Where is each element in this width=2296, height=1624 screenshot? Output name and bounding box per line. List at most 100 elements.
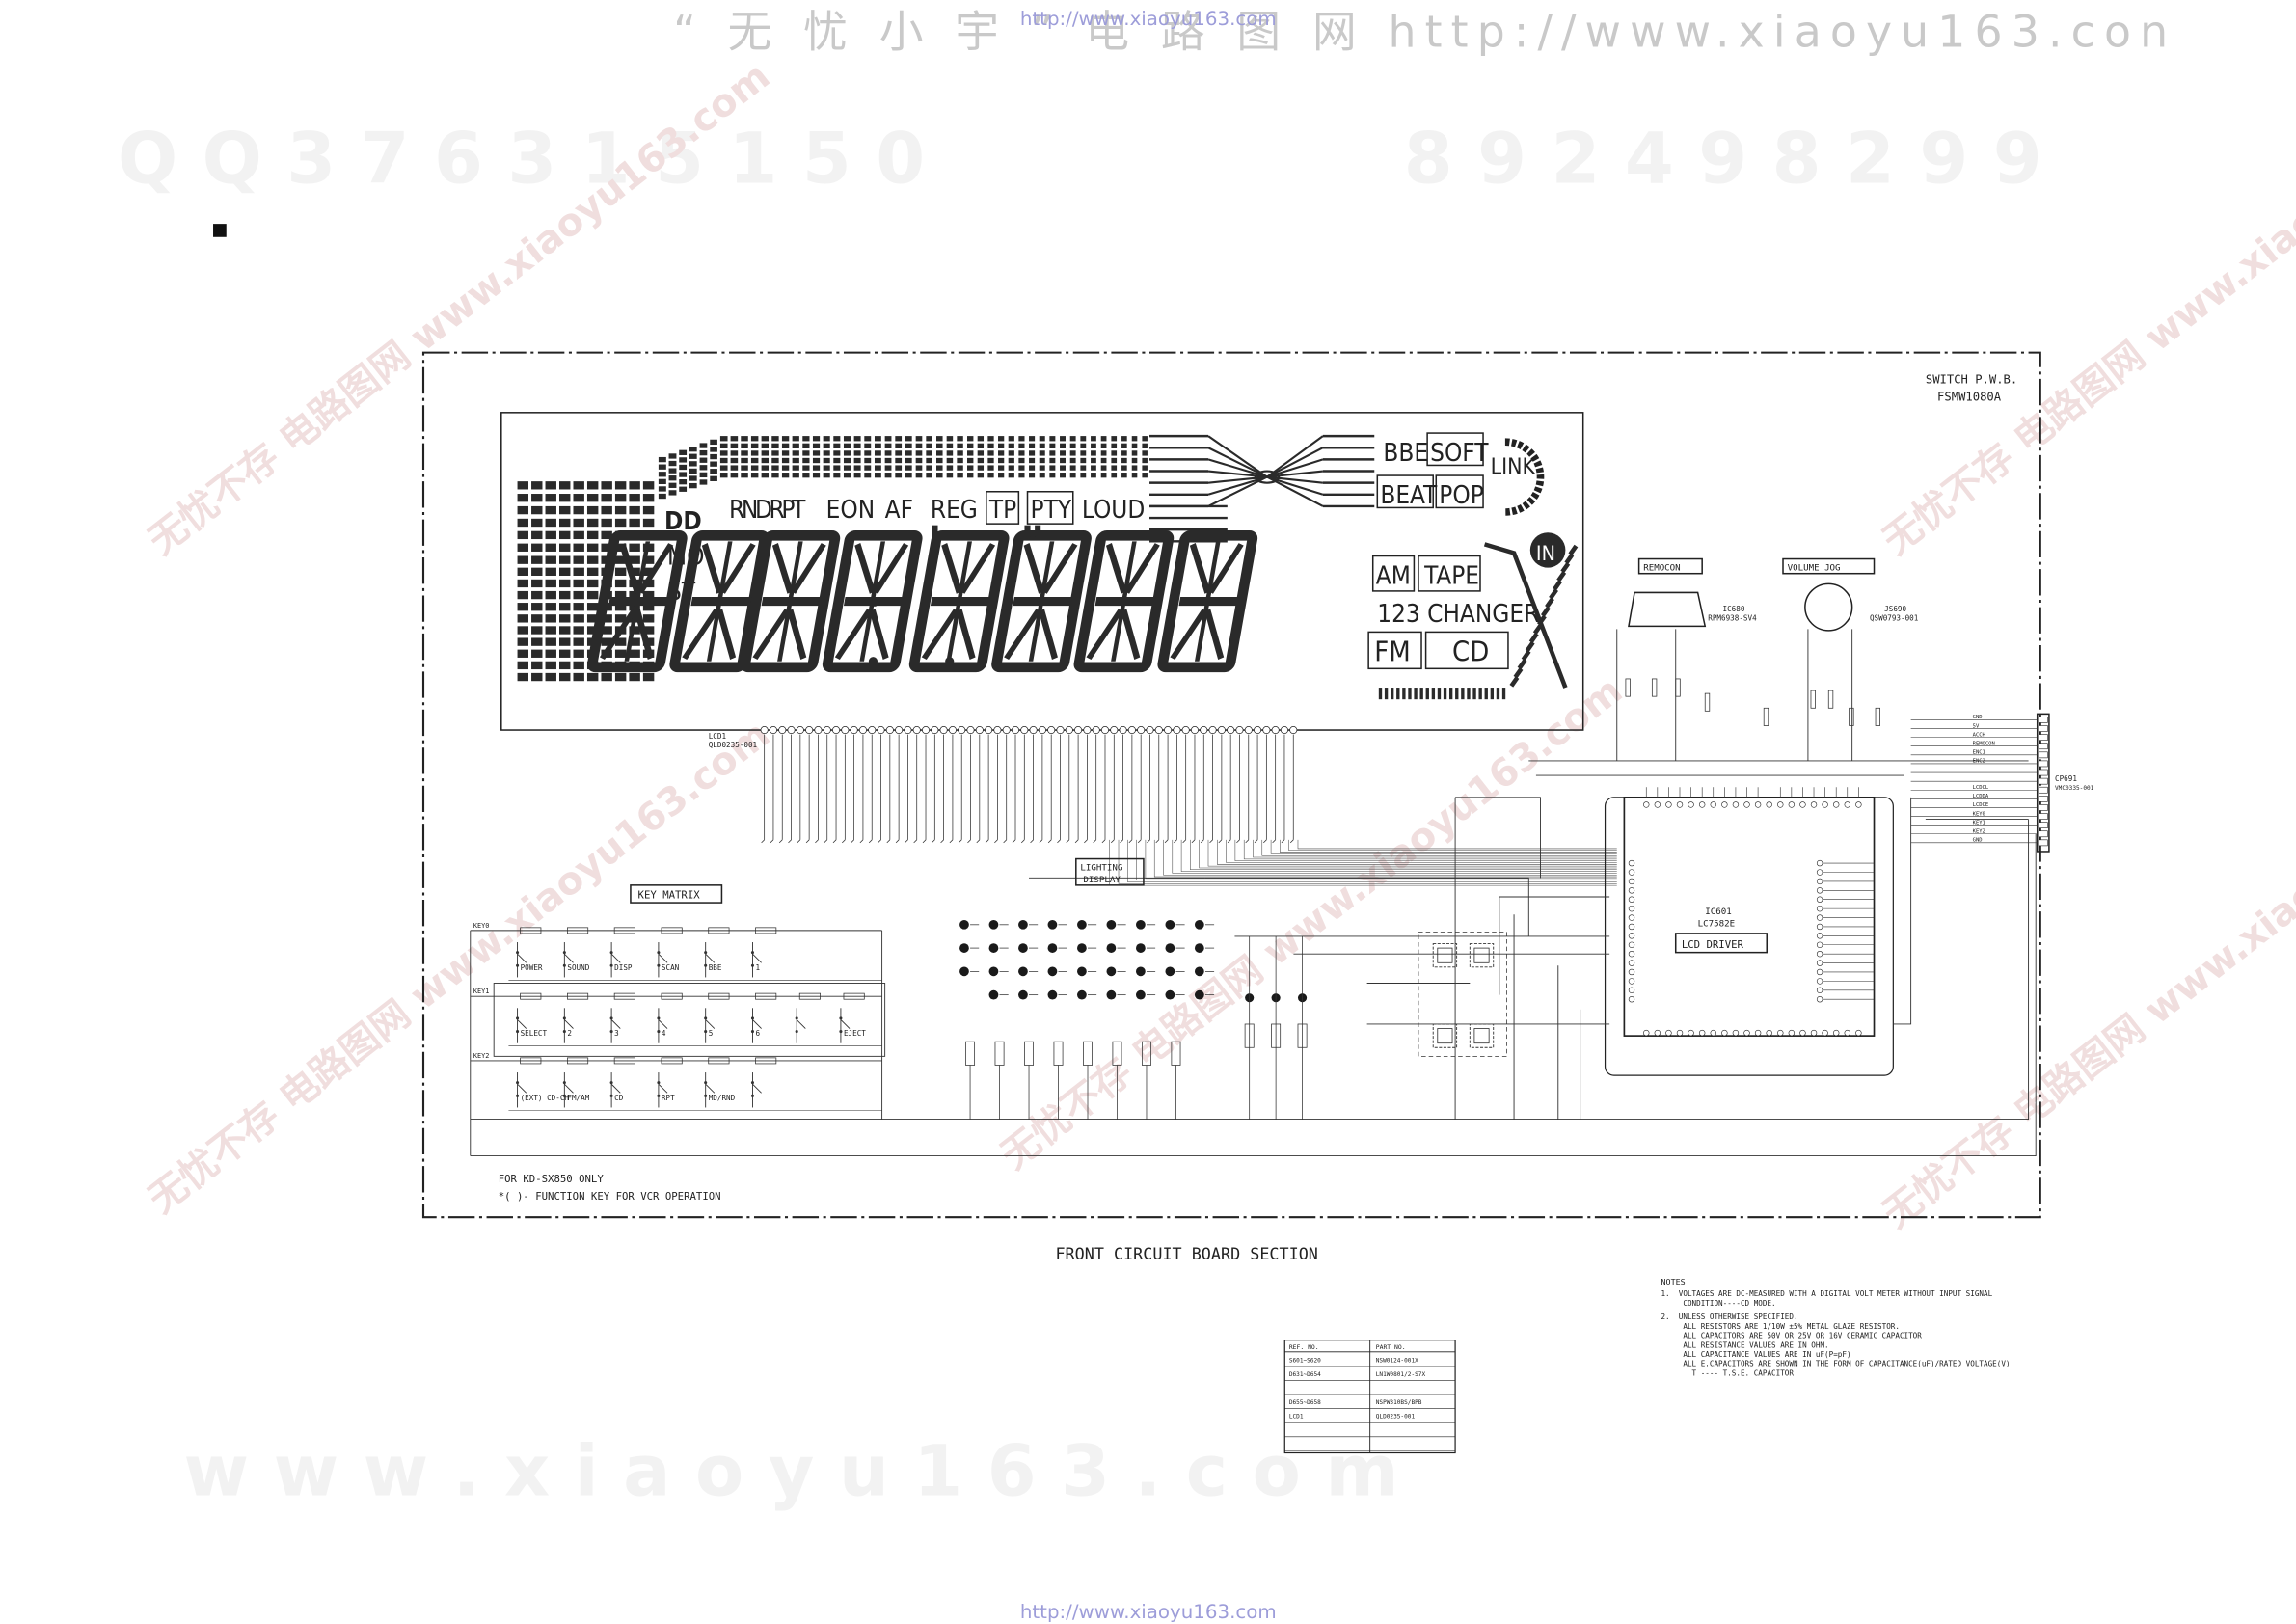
spectrum-segment — [545, 637, 556, 646]
lcd-pin — [921, 726, 931, 735]
spectrum-segment — [781, 443, 790, 448]
spectrum-segment — [1039, 465, 1045, 471]
spectrum-segment — [1018, 457, 1025, 464]
lcd-pin — [931, 726, 939, 735]
spectrum-segment — [1049, 443, 1056, 448]
spectrum-segment — [833, 465, 841, 471]
spectrum-segment — [957, 473, 963, 478]
spectrum-segment — [792, 443, 799, 448]
spectrum-segment — [1018, 436, 1025, 442]
lcd-pin — [1011, 726, 1020, 735]
led-diode — [1106, 919, 1117, 930]
spectrum-segment — [699, 472, 708, 478]
indicator-in: IN — [1536, 542, 1555, 566]
spectrum-segment — [1111, 450, 1118, 456]
lcd-pin — [1200, 726, 1208, 735]
lcd-pin — [1254, 726, 1262, 735]
spectrum-segment — [601, 626, 612, 635]
spectrum-segment — [668, 482, 677, 488]
spectrum-segment — [699, 479, 708, 485]
lcd-pin — [1038, 726, 1046, 735]
spectrum-segment — [642, 603, 655, 611]
spectrum-segment — [1069, 473, 1076, 478]
lcd-pin — [1065, 726, 1073, 735]
connector-pin-label: KEY1 — [1973, 820, 1985, 826]
key-label: 3 — [614, 1029, 619, 1038]
lcd-pin — [831, 726, 841, 735]
spectrum-segment — [833, 436, 841, 442]
spectrum-segment — [741, 457, 748, 464]
led-diode — [959, 943, 969, 953]
spectrum-segment — [517, 649, 528, 658]
spectrum-segment — [573, 614, 584, 623]
led-diode — [1047, 989, 1058, 1000]
spectrum-segment — [977, 473, 985, 478]
lcd-pin — [850, 726, 858, 735]
spectrum-segment — [1039, 443, 1045, 448]
spectrum-segment — [998, 457, 1005, 464]
spectrum-segment — [1029, 465, 1036, 471]
spectrum-segment — [719, 457, 728, 464]
spectrum-segment — [1029, 457, 1036, 464]
spectrum-segment — [517, 481, 528, 490]
spectrum-segment — [1111, 443, 1118, 448]
spectrum-segment — [843, 443, 851, 448]
spectrum-segment — [658, 456, 666, 463]
spectrum-segment — [1142, 443, 1148, 448]
connector-pin-label: GND — [1973, 838, 1983, 844]
spectrum-segment — [750, 465, 759, 471]
spectrum-segment — [781, 457, 790, 464]
notes-line: ALL RESISTORS ARE 1/10W ±5% METAL GLAZE … — [1661, 1322, 1899, 1331]
lcd-pin — [877, 726, 885, 735]
lcd-pin — [814, 726, 823, 735]
spectrum-segment — [689, 461, 697, 467]
spectrum-segment — [812, 450, 821, 456]
spectrum-segment — [586, 530, 599, 540]
lcd-pin — [1146, 726, 1154, 735]
spectrum-segment — [710, 469, 717, 474]
lcd-ref: LCD1 — [709, 732, 727, 741]
lcd-pin — [993, 726, 1002, 735]
spectrum-segment — [1039, 473, 1045, 478]
spectrum-segment — [1091, 450, 1096, 456]
spectrum-segment — [601, 672, 612, 682]
spectrum-segment — [629, 672, 640, 682]
spectrum-segment — [730, 450, 739, 456]
lcd-pin — [805, 726, 814, 735]
spectrum-segment — [545, 626, 556, 635]
spectrum-segment — [792, 465, 799, 471]
spectrum-segment — [905, 473, 912, 478]
spectrum-segment — [629, 555, 640, 564]
spectrum-segment — [812, 457, 821, 464]
lcd-pin — [1271, 726, 1280, 735]
lcd-pin — [1190, 726, 1200, 735]
spectrum-segment — [658, 464, 666, 470]
spectrum-segment — [1069, 436, 1076, 442]
spectrum-segment — [629, 518, 640, 528]
spectrum-segment — [642, 626, 655, 635]
connector-part: VMC0335-001 — [2055, 785, 2094, 792]
key-line-label: KEY1 — [473, 988, 489, 995]
spectrum-segment — [1018, 450, 1025, 456]
spectrum-segment — [586, 543, 599, 552]
lcd-pin — [966, 726, 975, 735]
spectrum-segment — [761, 465, 770, 471]
spectrum-segment — [658, 472, 666, 477]
watermark-diag-5: 无忧不存 电路图网 www.xiaoyu163.com — [993, 668, 1632, 1178]
spectrum-segment — [689, 482, 697, 489]
spectrum-segment — [915, 465, 923, 471]
spectrum-segment — [545, 579, 556, 588]
spectrum-segment — [1121, 465, 1127, 471]
spectrum-segment — [545, 567, 556, 576]
spectrum-segment — [812, 473, 821, 478]
spectrum-segment — [531, 567, 543, 576]
led-diode — [1077, 919, 1087, 930]
spectrum-segment — [771, 465, 779, 471]
notes-title: NOTES — [1661, 1277, 1685, 1286]
lighting-title-1: LIGHTING — [1080, 864, 1122, 874]
spectrum-segment — [864, 457, 872, 464]
spectrum-segment — [719, 436, 728, 442]
lcd-pin — [1235, 726, 1244, 735]
spectrum-segment — [545, 494, 556, 502]
